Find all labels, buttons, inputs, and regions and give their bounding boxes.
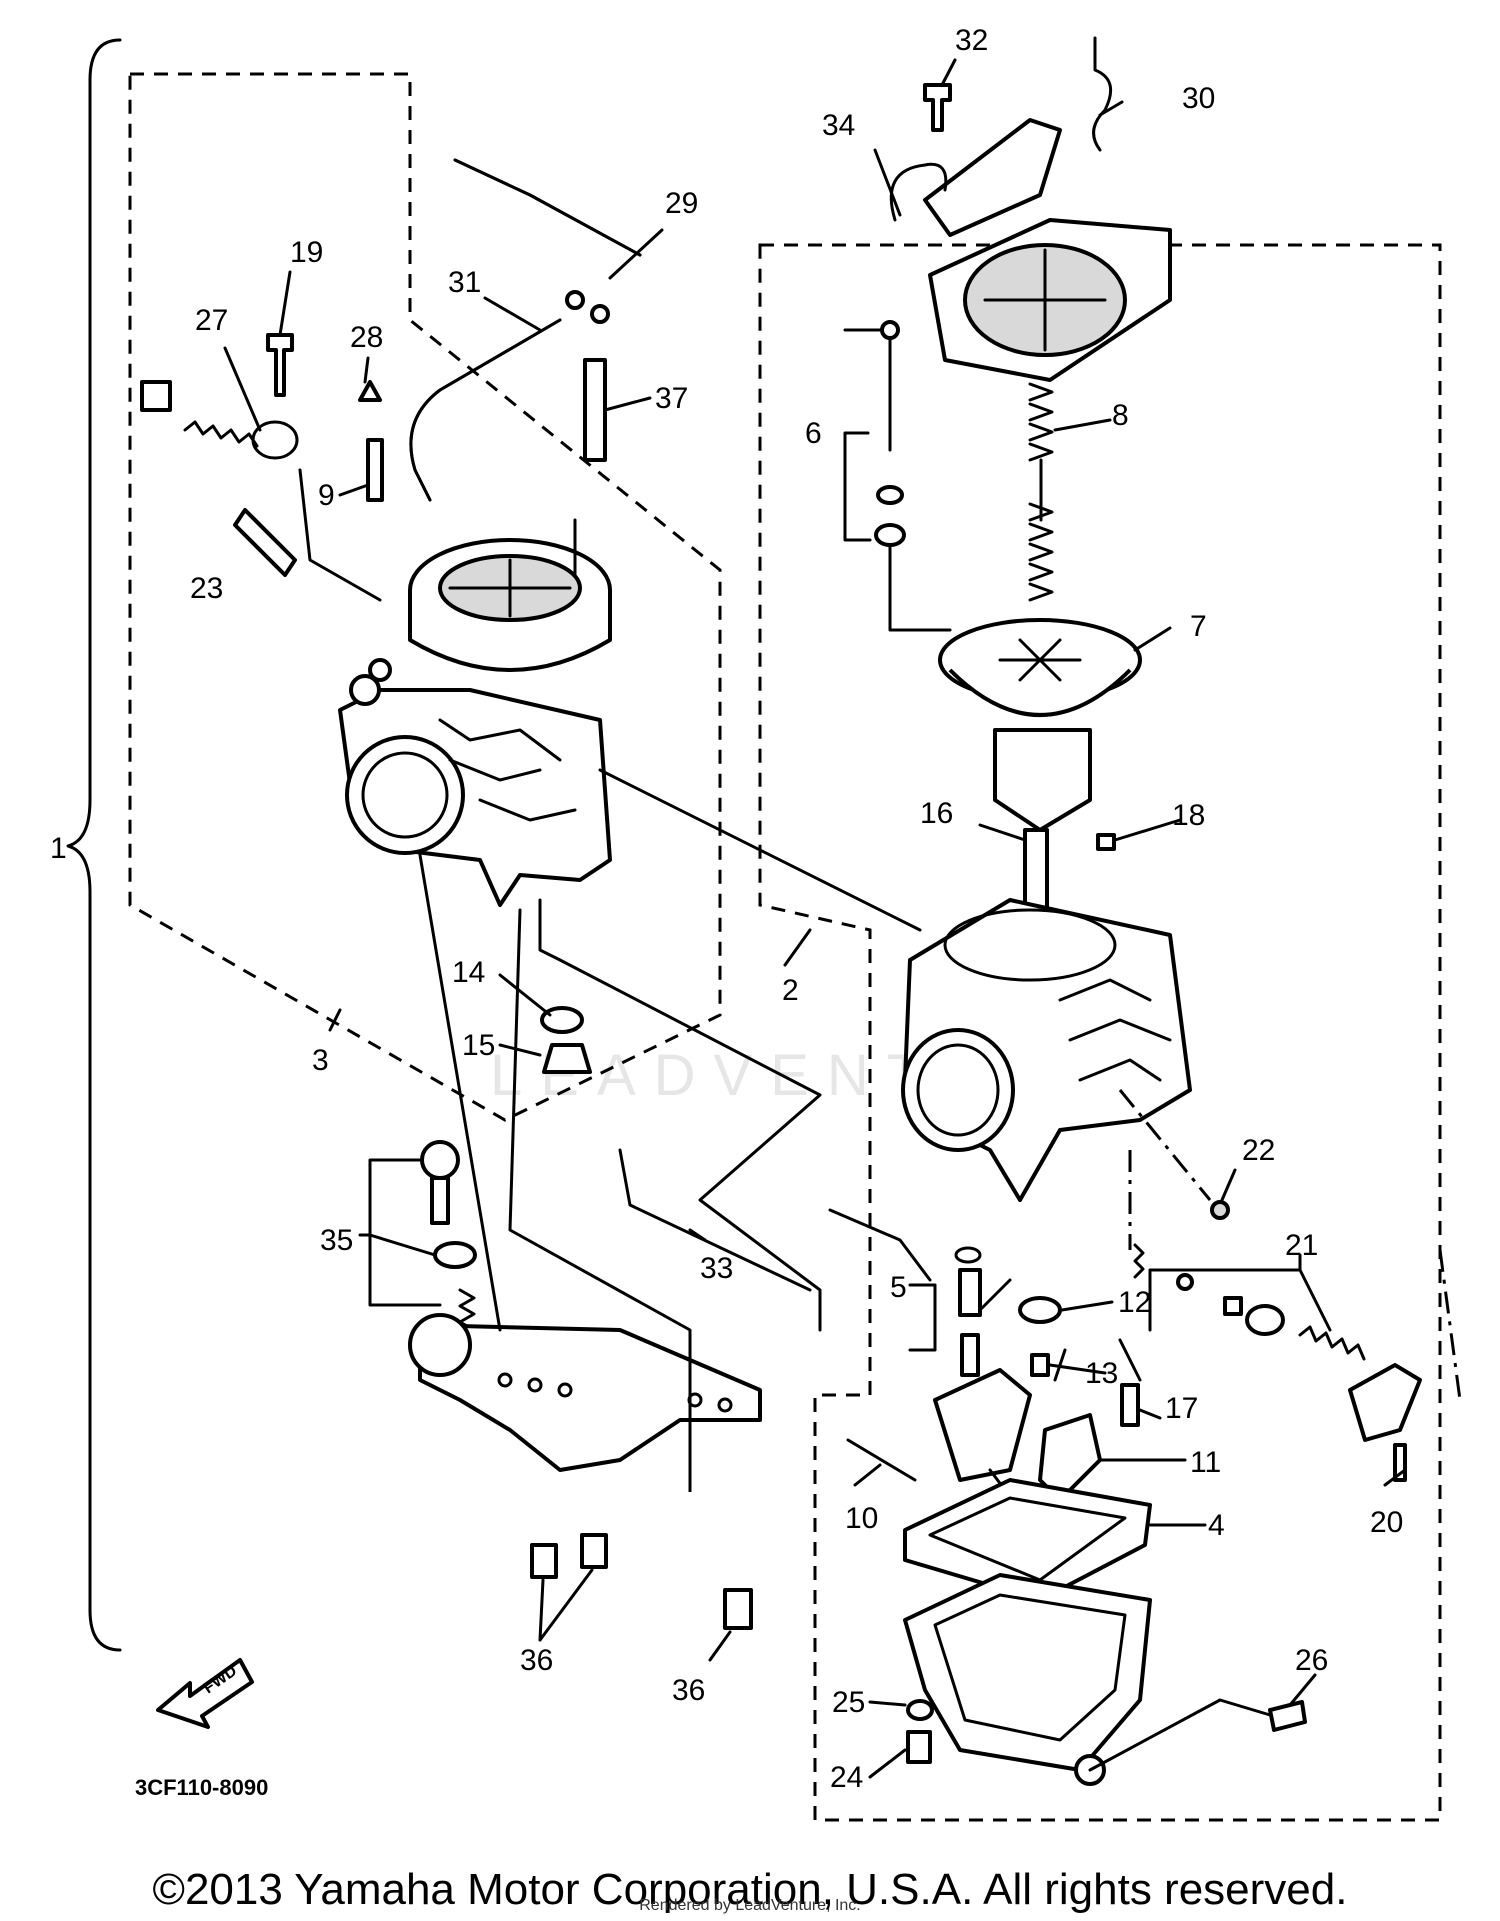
part-37-pipe [583, 358, 607, 462]
callout-29: 29 [665, 187, 698, 220]
callout-5: 5 [890, 1271, 907, 1304]
callout-25: 25 [832, 1686, 865, 1719]
part-30-spring-clip [1092, 36, 1113, 152]
linkage-bracket [418, 1323, 762, 1472]
part-32-screw [923, 83, 952, 132]
part-13 [1030, 1353, 1050, 1377]
callout-14: 14 [452, 956, 485, 989]
part-14 [540, 1006, 584, 1034]
forward-arrow-icon: FWD [156, 1658, 254, 1729]
part-19-screw [266, 333, 294, 397]
left-carburetor [338, 538, 612, 907]
callout-26: 26 [1295, 1644, 1328, 1677]
drawing-code: 3CF110-8090 [135, 1775, 268, 1800]
leader-lines [223, 58, 1462, 1779]
part-6-needle-set [874, 320, 906, 547]
part-23-screw-spring [140, 380, 297, 577]
top-bracket [923, 118, 1062, 237]
copyright-notice: ©2013 Yamaha Motor Corporation, U.S.A. A… [152, 1865, 1348, 1914]
part-25 [906, 1699, 934, 1721]
part-31-hose [409, 318, 562, 502]
callout-30: 30 [1182, 82, 1215, 115]
callout-10: 10 [845, 1502, 878, 1535]
callout-9: 9 [318, 479, 335, 512]
part-7-piston [938, 618, 1142, 832]
part-24 [906, 1730, 932, 1764]
part-35-screw-set [420, 1140, 477, 1340]
part-10-pin [846, 1438, 917, 1482]
right-carburetor [901, 898, 1192, 1202]
callout-11: 11 [1190, 1446, 1221, 1479]
part-26 [1268, 1700, 1307, 1732]
part-36-bolt-right [723, 1588, 753, 1630]
callout-7: 7 [1190, 610, 1207, 643]
callout-4: 4 [1208, 1509, 1225, 1542]
part-36-bolts-left [530, 1533, 608, 1579]
part-21-pilot-screw-set [1133, 1243, 1366, 1361]
assembly-brace [66, 38, 122, 1652]
callout-6: 6 [805, 417, 822, 450]
part-8-spring [1028, 382, 1054, 602]
callout-12: 12 [1118, 1286, 1151, 1319]
callout-33: 33 [700, 1252, 733, 1285]
part-12 [1018, 1296, 1062, 1324]
callout-32: 32 [955, 24, 988, 57]
throttle-cam [1348, 1363, 1422, 1442]
callout-1: 1 [50, 832, 67, 865]
part-11-float [933, 1368, 1102, 1512]
callout-24: 24 [830, 1761, 863, 1794]
part-18 [1096, 833, 1116, 851]
part-17 [1120, 1383, 1140, 1427]
callout-35: 35 [320, 1224, 353, 1257]
rendered-by-notice: Rendered by LeadVenture, Inc. [639, 1897, 861, 1914]
callout-13: 13 [1085, 1357, 1118, 1390]
part-9 [366, 438, 384, 502]
group-2-outline [758, 243, 1442, 1822]
callout-22: 22 [1242, 1134, 1275, 1167]
callout-8: 8 [1112, 399, 1129, 432]
callout-19: 19 [290, 236, 323, 269]
callout-37: 37 [655, 382, 688, 415]
callout-36-right: 36 [672, 1674, 705, 1707]
callout-15: 15 [462, 1029, 495, 1062]
part-5-jet-set [954, 1246, 982, 1377]
callout-21: 21 [1285, 1229, 1318, 1262]
callout-3: 3 [312, 1044, 329, 1077]
callout-18: 18 [1172, 799, 1205, 832]
callout-20: 20 [1370, 1506, 1403, 1539]
callout-23: 23 [190, 572, 223, 605]
callout-2: 2 [782, 974, 799, 1007]
callout-16: 16 [920, 797, 953, 830]
callout-36-left: 36 [520, 1644, 553, 1677]
part-4-gasket [903, 1478, 1152, 1602]
callout-27: 27 [195, 304, 228, 337]
float-bowl [903, 1573, 1152, 1786]
callout-34: 34 [822, 109, 855, 142]
callout-31: 31 [448, 266, 481, 299]
callout-17: 17 [1165, 1392, 1198, 1425]
part-22 [1210, 1200, 1230, 1220]
callout-28: 28 [350, 321, 383, 354]
group-3-outline [128, 72, 722, 1122]
callout-labels: 1 2 3 4 5 6 7 8 9 10 11 12 13 14 15 16 1… [50, 24, 1403, 1794]
part-15 [542, 1043, 592, 1074]
part-28 [358, 380, 382, 402]
